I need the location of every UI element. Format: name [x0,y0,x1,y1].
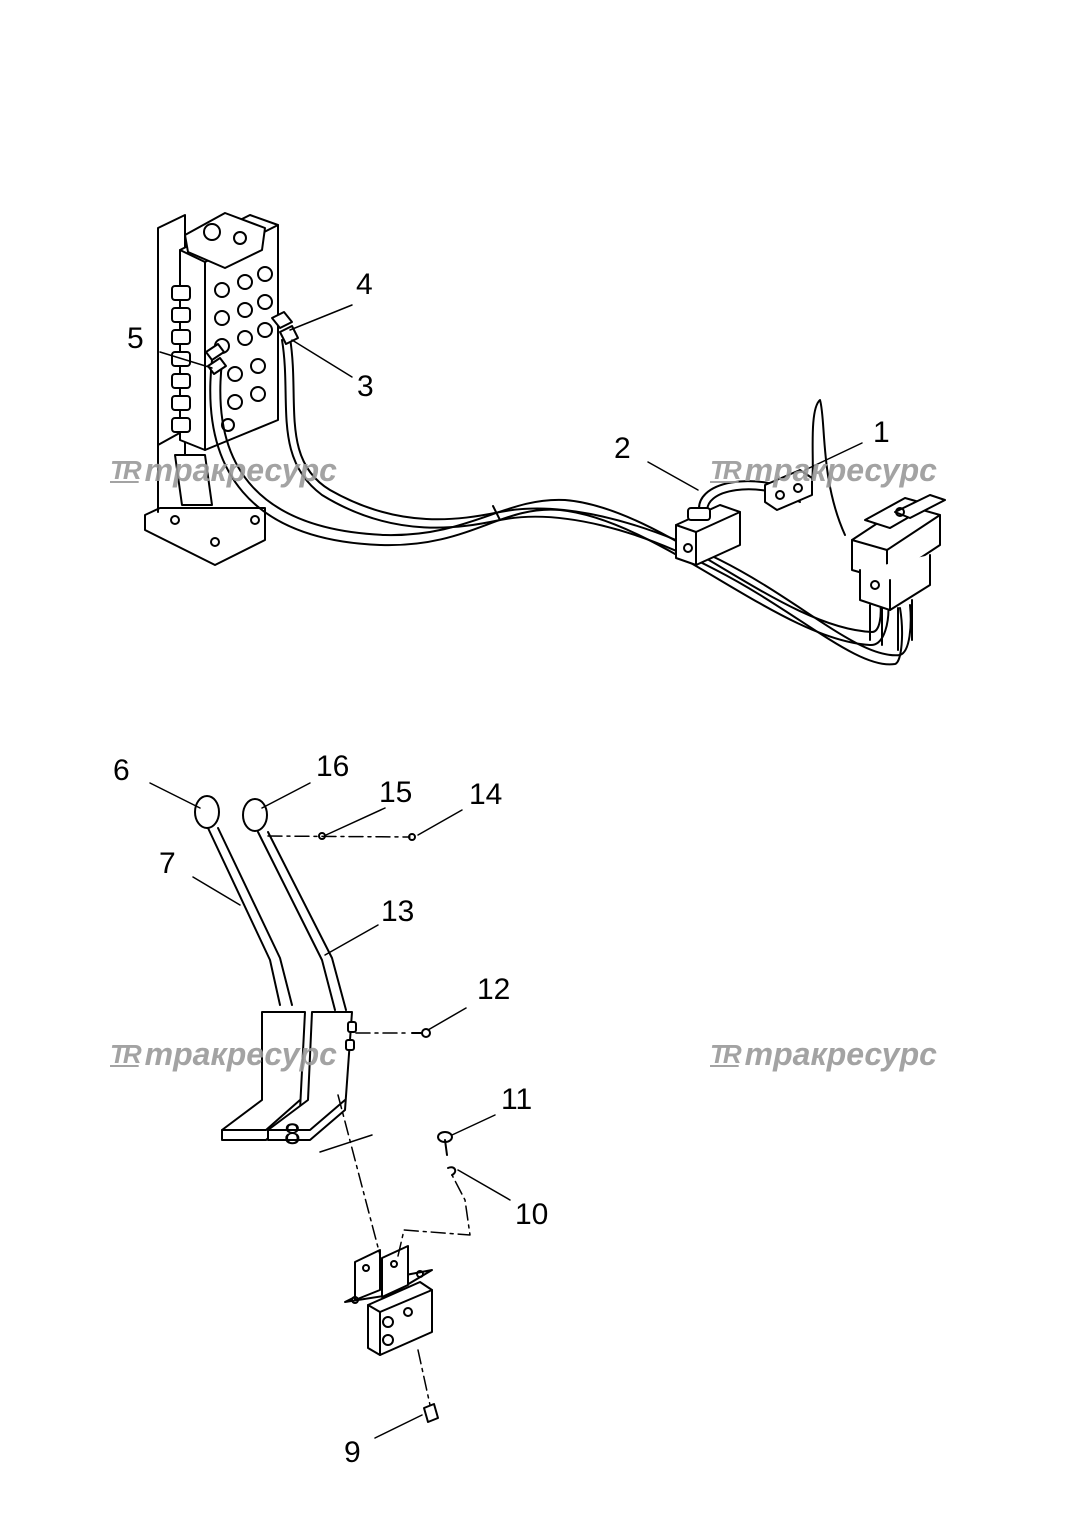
callout-14: 14 [469,778,503,811]
callout-10: 10 [515,1198,549,1231]
callout-6: 6 [113,754,130,787]
watermark-logo-icon: TR [110,455,142,485]
callout-5: 5 [127,322,144,355]
watermark-text: тракресурс [744,1036,937,1072]
callout-7: 7 [159,847,176,880]
callout-8: 8 [284,1118,301,1151]
callout-11: 11 [501,1083,533,1116]
callout-1: 1 [873,416,890,449]
hose-fittings-valve-side [205,311,299,375]
watermark-text: тракресурс [744,452,937,488]
watermark-text: тракресурс [144,452,337,488]
callout-4: 4 [356,268,373,301]
watermark-logo-icon: TR [710,1039,742,1069]
watermark-bottom-left: TR тракресурс [110,1036,337,1073]
watermark-text: тракресурс [144,1036,337,1072]
pilot-hoses [209,337,912,666]
watermark-top-left: TR тракресурс [110,452,337,489]
watermark-logo-icon: TR [710,455,742,485]
lever-rods [207,827,347,1011]
lever-knobs [194,795,268,832]
callout-15: 15 [379,776,413,809]
hose-junction-block [675,504,741,566]
callout-9: 9 [344,1436,361,1469]
valve-spool-plugs [171,285,191,433]
pilot-valve [851,494,946,651]
callout-16: 16 [316,750,350,783]
tee-fitting [764,469,813,511]
callout-13: 13 [381,895,415,928]
callout-12: 12 [477,973,511,1006]
callout-2: 2 [614,432,631,465]
pedal-valve [344,1245,433,1356]
control-valve-block [144,212,279,566]
watermark-logo-icon: TR [110,1039,142,1069]
assembly-centerlines [267,835,471,1406]
watermark-bottom-right: TR тракресурс [710,1036,937,1073]
callout-leader-lines [149,304,863,1439]
watermark-top-right: TR тракресурс [710,452,937,489]
pedals [221,1011,357,1141]
callout-3: 3 [357,370,374,403]
